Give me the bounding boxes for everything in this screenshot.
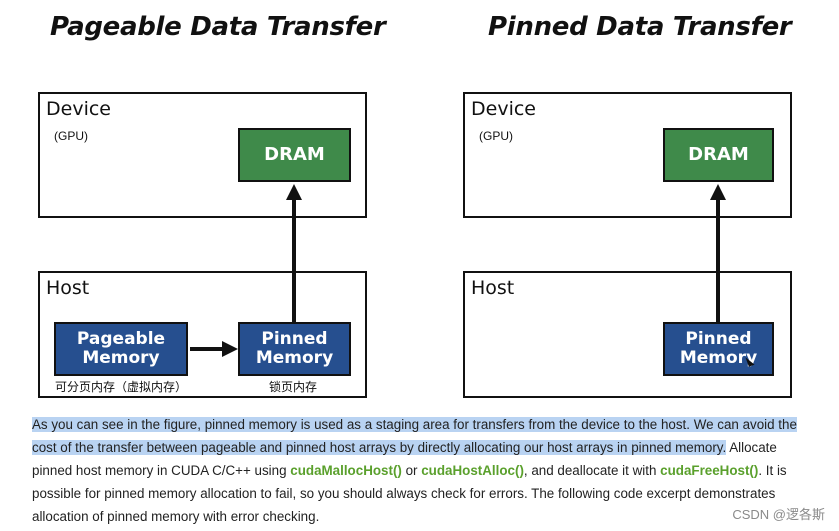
left-gpu-label: (GPU) [54,129,88,143]
staging-arrow-shaft [190,347,224,351]
pinned-transfer-title: Pinned Data Transfer [488,12,792,42]
left-upload-arrow-head [286,184,302,200]
highlighted-text: As you can see in the figure, pinned mem… [32,417,797,455]
pinned-memory-note: 锁页内存 [269,380,318,394]
csdn-watermark: CSDN @逻各斯 [732,507,825,522]
paragraph-text-1: Allocate pinned host memory in CUDA C/C+… [32,440,777,478]
left-pinned-memory-label: Pinned Memory [255,329,334,368]
pageable-memory-note: 可分页内存（虚拟内存） [55,380,188,394]
paragraph-text-3: , and deallocate it with [523,463,661,478]
left-pageable-memory-chip: Pageable Memory [54,322,188,376]
right-dram-chip: DRAM [663,128,774,182]
right-device-label: Device [471,98,536,120]
left-device-label: Device [46,98,111,120]
right-host-label: Host [471,277,515,299]
right-upload-arrow-shaft [716,200,720,322]
left-dram-label: DRAM [264,144,325,166]
cudaFreeHost-link[interactable]: cudaFreeHost() [660,463,759,478]
right-pinned-memory-label: Pinned Memory [679,329,758,368]
paragraph-text-4: . It is possible for pinned memory alloc… [32,463,787,524]
left-dram-chip: DRAM [238,128,351,182]
right-pinned-memory-chip: Pinned Memory [663,322,774,376]
right-gpu-label: (GPU) [479,129,513,143]
left-pinned-memory-chip: Pinned Memory [238,322,351,376]
left-host-label: Host [46,277,90,299]
cudaHostAlloc-link[interactable]: cudaHostAlloc() [421,463,524,478]
explanation-paragraph: As you can see in the figure, pinned mem… [32,413,802,528]
left-pageable-memory-label: Pageable Memory [76,329,166,368]
cudaMallocHost-link[interactable]: cudaMallocHost() [290,463,402,478]
staging-arrow-head [222,341,238,357]
paragraph-text-2: or [401,463,422,478]
pageable-transfer-title: Pageable Data Transfer [50,12,386,42]
right-upload-arrow-head [710,184,726,200]
right-dram-label: DRAM [688,144,749,166]
left-upload-arrow-shaft [292,200,296,322]
